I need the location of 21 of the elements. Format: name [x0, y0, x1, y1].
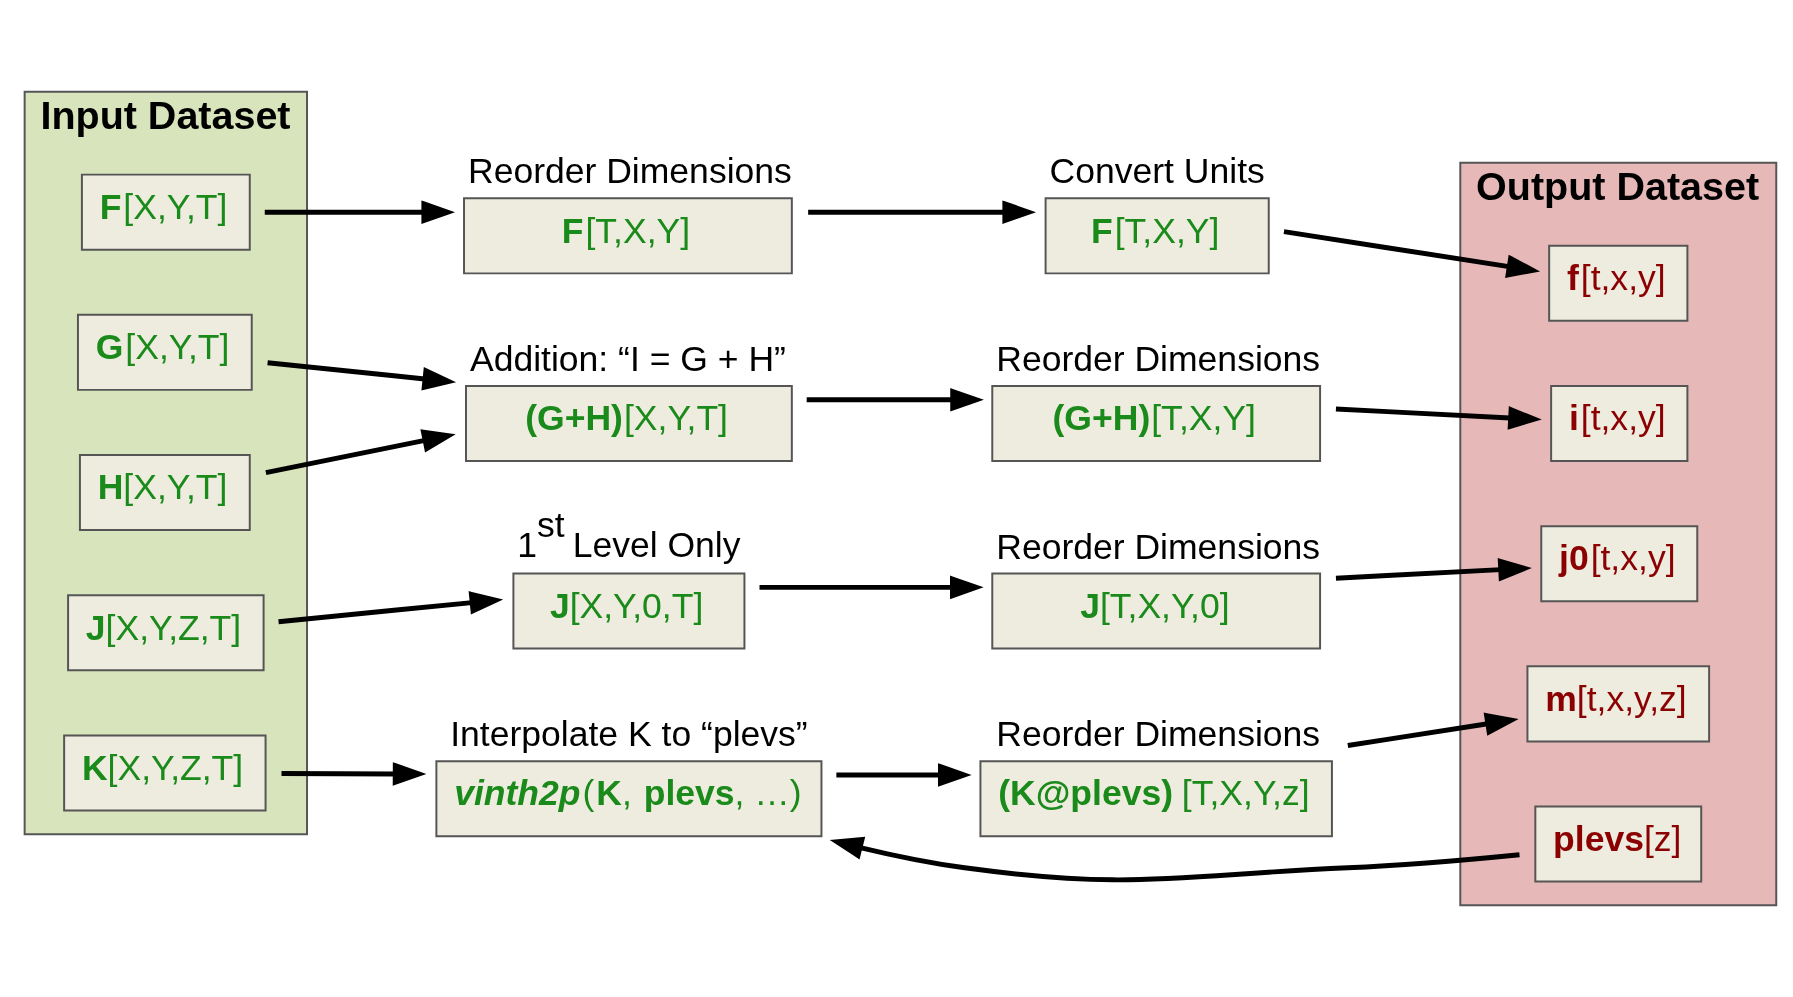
arrow [759, 575, 984, 600]
arrow [829, 836, 1520, 883]
node-label: Addition: “I = G + H” [469, 338, 786, 379]
arrow [808, 200, 1037, 224]
arrow [265, 429, 456, 475]
node-label: Convert Units [1049, 151, 1265, 192]
arrow [267, 360, 457, 391]
arrow [1283, 229, 1541, 278]
node-label: Reorder Dimensions [996, 714, 1321, 755]
node-label: Reorder Dimensions [996, 338, 1321, 379]
node-label: Interpolate K to “plevs” [450, 714, 808, 755]
arrow [1335, 406, 1542, 430]
arrow [264, 200, 456, 224]
node-label: Reorder Dimensions [467, 151, 792, 192]
arrow [1335, 558, 1532, 582]
arrow [1347, 712, 1519, 748]
arrow [836, 763, 972, 787]
arrow [281, 762, 427, 786]
arrow [806, 388, 984, 412]
node-label: Reorder Dimensions [996, 526, 1321, 567]
arrow [278, 591, 504, 625]
